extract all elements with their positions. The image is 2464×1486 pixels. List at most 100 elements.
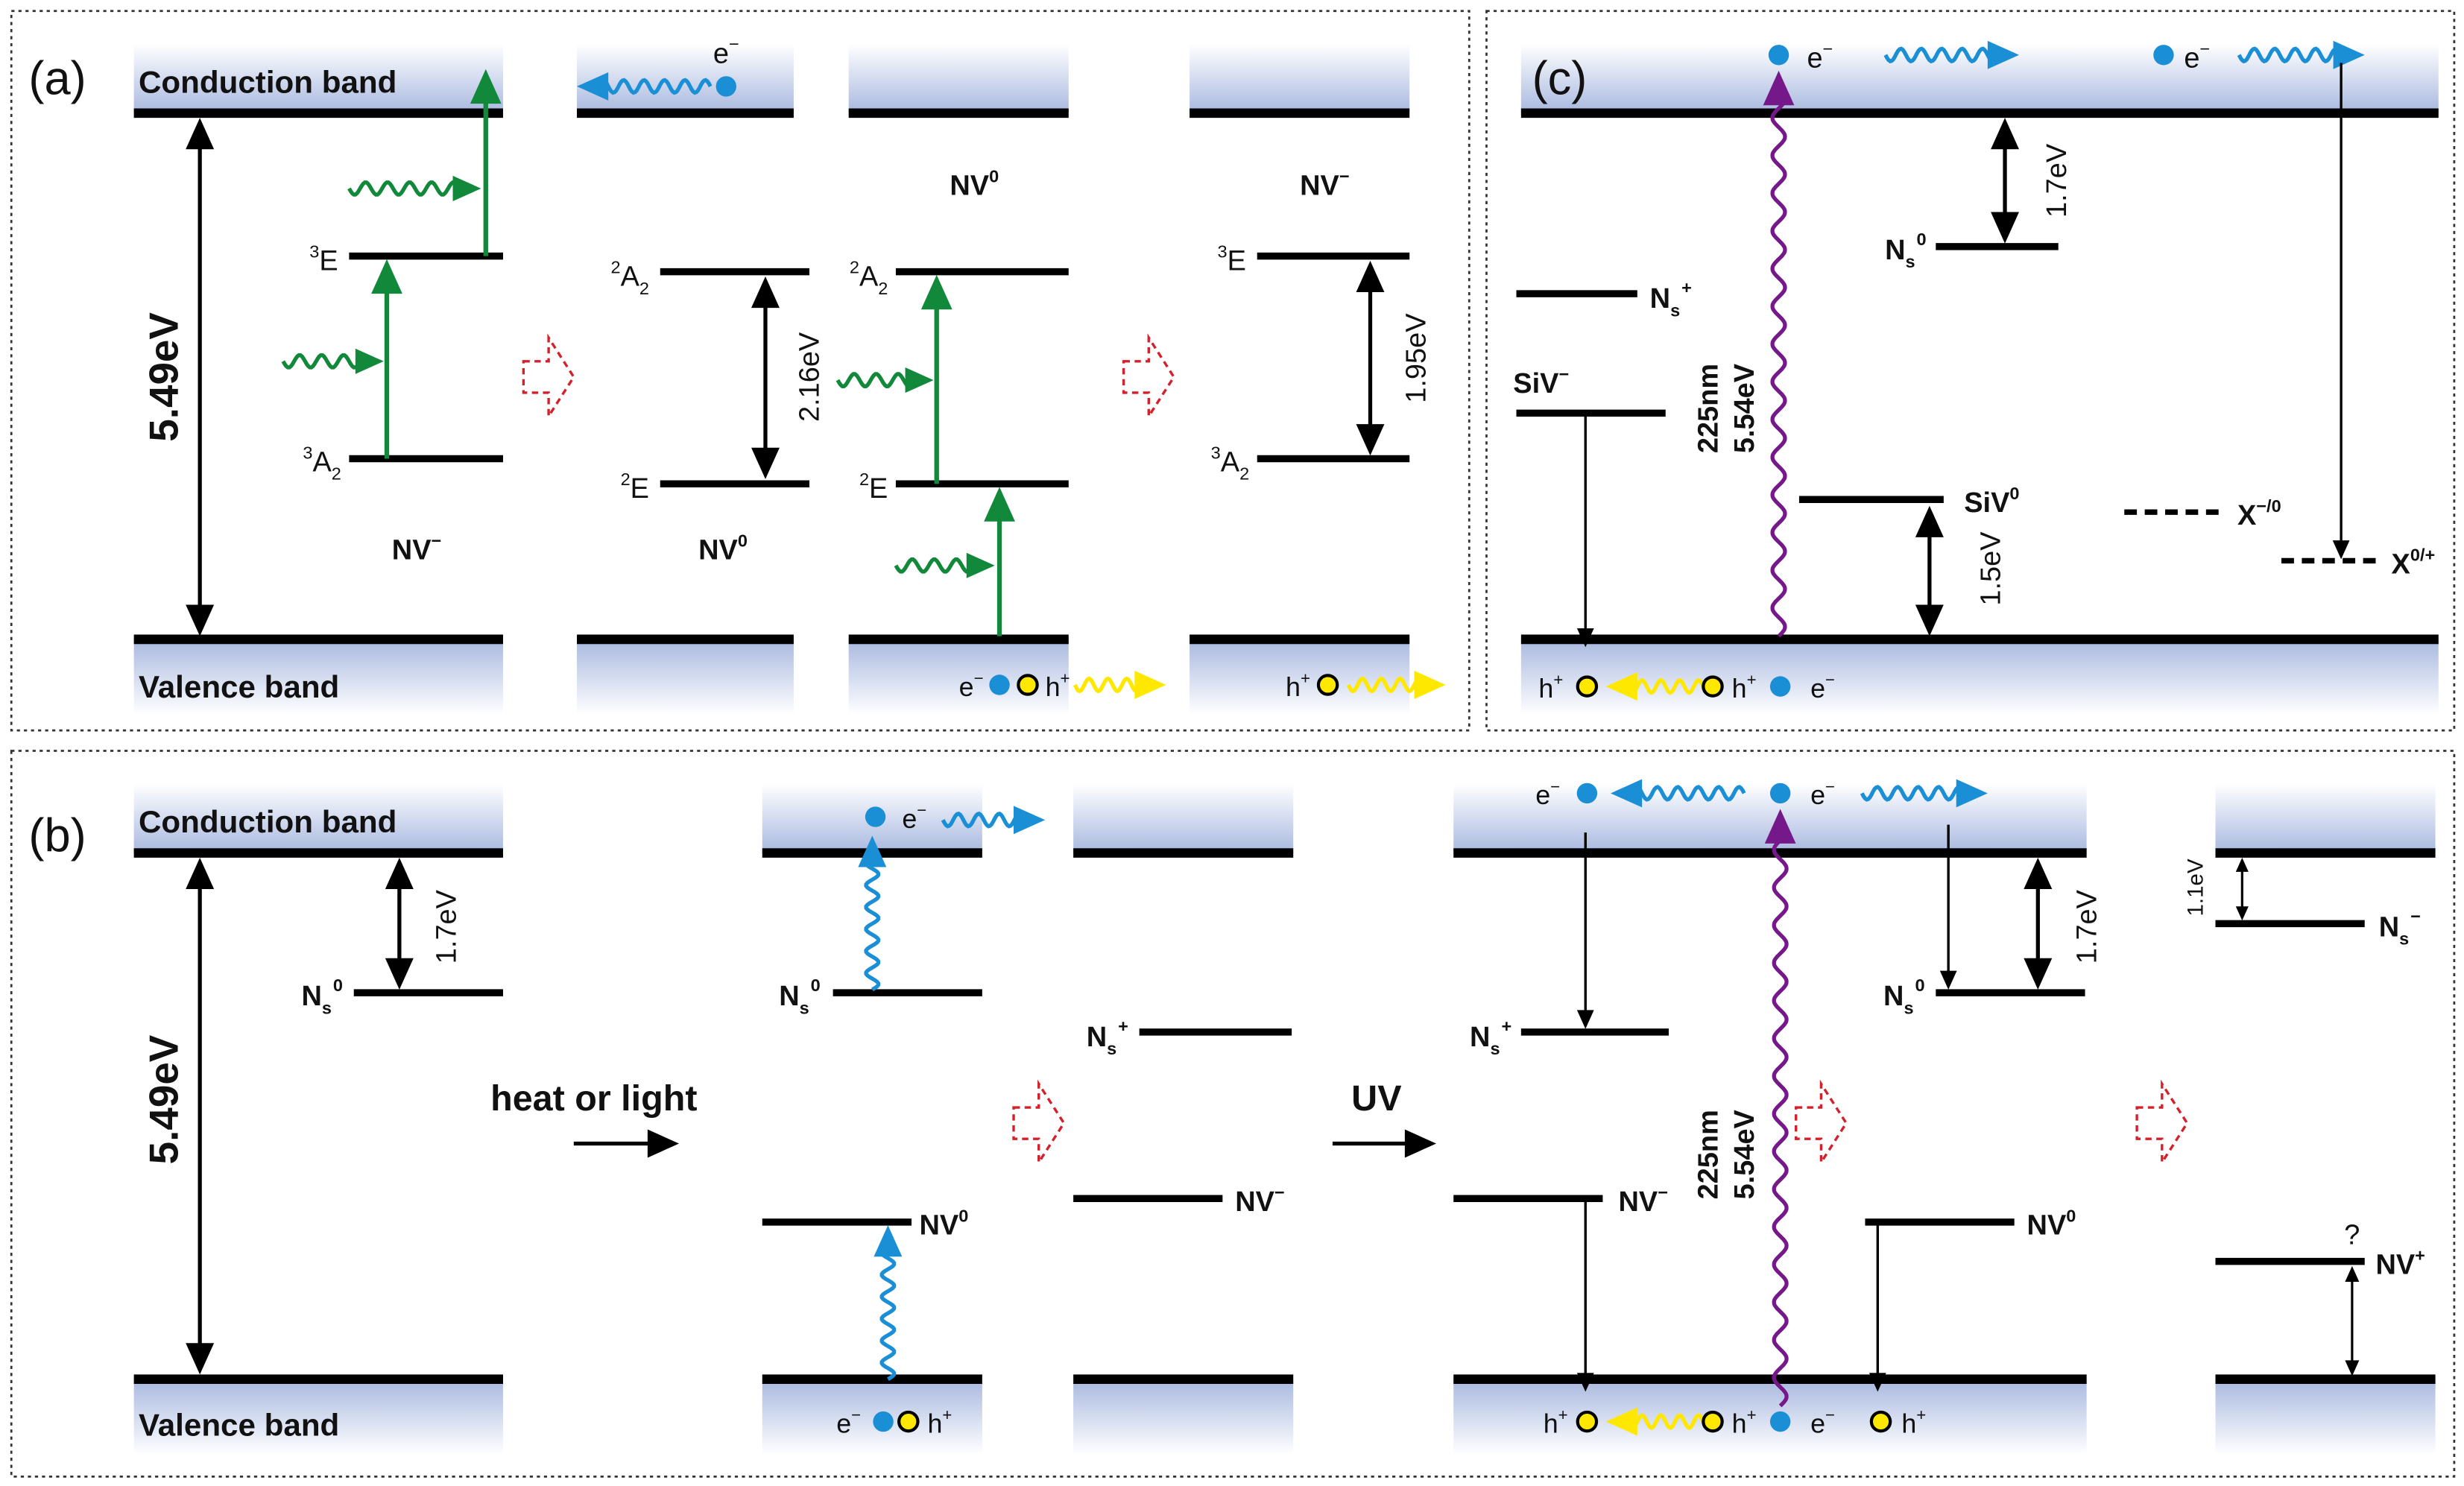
label-prefix: 3 (1211, 443, 1221, 462)
conduction-band-fill (1190, 44, 1410, 113)
label-NV0: NV0 (950, 166, 999, 201)
label-Xm0: X−/0 (2237, 496, 2281, 531)
hole-icon (1017, 674, 1039, 696)
electron-drift-arrow (2237, 46, 2340, 64)
label-base: NV (920, 1210, 959, 1242)
hole-label: h+ (1732, 671, 1757, 704)
label-SiVm: SiV− (1513, 364, 1569, 399)
label-subscript: s (1107, 1039, 1116, 1058)
label-base: A (1221, 446, 1240, 478)
hole-label: h+ (1286, 669, 1310, 702)
capture-arrow-head (2332, 540, 2350, 560)
uv-excitation-arrow (1770, 99, 1787, 638)
recombination-arrow-head (1868, 1373, 1886, 1392)
label-superscript: + (1118, 1017, 1128, 1036)
label-base: N (1470, 1022, 1490, 1053)
label-superscript: − (2410, 906, 2421, 926)
label-superscript: + (1553, 671, 1563, 689)
label-E2: 2E (621, 469, 649, 505)
label-base: e (2184, 43, 2199, 75)
unknown-level-mark: ? (2344, 1219, 2360, 1251)
dashed-transition-arrow-icon (2135, 1079, 2189, 1167)
label-superscript: 0 (333, 976, 343, 995)
label-prefix: 3 (1218, 241, 1228, 261)
label-base: X (2237, 500, 2256, 531)
label-prefix: 3 (309, 241, 319, 261)
photon-arrow-head (452, 175, 481, 202)
valence-band-fill (2215, 1379, 2436, 1455)
hole-drift-arrow (1073, 676, 1141, 694)
label-NV0: NV0 (920, 1207, 969, 1242)
label-superscript: − (1550, 777, 1560, 796)
nvm-transition-label: 1.95eV (1400, 313, 1432, 403)
uv-excitation-arrow-head (1764, 809, 1796, 844)
label-base: h (1544, 1408, 1558, 1438)
label-superscript: + (942, 1406, 952, 1424)
electron-icon (1769, 782, 1791, 804)
band-gap-label: 5.49eV (141, 312, 187, 442)
label-prefix: 2 (850, 258, 859, 277)
label-Nsm: Ns− (2379, 906, 2421, 948)
ns0-depth-arrow-head (1991, 212, 2020, 244)
panel-a-tag: (a) (28, 52, 86, 104)
electron-label: e− (902, 801, 926, 834)
label-subscript: 2 (878, 279, 888, 298)
label-subscript: s (1670, 301, 1680, 320)
label-base: h (1901, 1408, 1916, 1438)
label-Ns0: Ns0 (301, 976, 342, 1017)
hole-icon (1316, 674, 1339, 696)
label-subscript: 2 (332, 464, 341, 484)
electron-drift-arrow-head (1956, 779, 1988, 808)
label-base: N (779, 981, 799, 1012)
ns0-depth-label: 1.7eV (2071, 889, 2103, 964)
label-base: NV (698, 534, 738, 566)
label-superscript: + (1061, 669, 1070, 688)
uv-excitation-arrow-head (1763, 70, 1795, 106)
dashed-transition-arrow-icon (522, 333, 575, 421)
label-NVm: NV− (1619, 1183, 1668, 1218)
label-subscript: s (1490, 1039, 1500, 1058)
label-base: E (1228, 246, 1246, 277)
label-superscript: + (1681, 278, 1692, 297)
photon-arrow-head (905, 367, 934, 393)
electron-drift-arrow (941, 811, 1020, 829)
label-subscript: s (1904, 998, 1913, 1017)
label-subscript: s (800, 998, 809, 1017)
label-NVm: NV− (1300, 166, 1349, 201)
label-base: h (1046, 672, 1061, 702)
conduction-band-fill (133, 44, 503, 113)
dashed-transition-arrow-icon (1795, 1079, 1848, 1167)
electron-label: e− (713, 34, 739, 69)
transition-energy-arrow-head (1356, 424, 1385, 456)
photon-arrow-head (355, 348, 384, 374)
label-subscript: 2 (639, 279, 649, 298)
label-base: A (621, 262, 640, 293)
label-base: A (312, 446, 332, 478)
label-base: SiV (1513, 368, 1559, 399)
label-Ns0: Ns0 (1885, 230, 1926, 271)
ns0-depth-arrow-head (385, 958, 414, 990)
uv-energy-label: 5.54eV (1729, 363, 1760, 453)
electron-label: e− (1807, 39, 1833, 75)
label-superscript: − (917, 801, 926, 820)
label-base: e (1535, 780, 1550, 810)
siv0-depth-arrow-head (1915, 505, 1944, 537)
electron-label: e− (1535, 777, 1560, 810)
label-superscript: − (1558, 364, 1569, 384)
label-superscript: + (2415, 1245, 2425, 1265)
hole-icon (1702, 675, 1724, 698)
label-Nsp: Ns+ (1650, 278, 1692, 320)
transition-energy-arrow-head (751, 447, 780, 479)
band-gap-arrow-head (186, 118, 215, 150)
ns0-depth-arrow-head (2024, 958, 2053, 990)
conduction-band-fill (848, 44, 1069, 113)
valence-band-fill (577, 639, 794, 715)
label-base: N (301, 981, 321, 1012)
ionization-arrow-head (858, 835, 887, 867)
label-base: X (2392, 548, 2410, 580)
uv-label: UV (1351, 1078, 1401, 1119)
label-superscript: 0/+ (2410, 545, 2435, 564)
recapture-arrow-head (984, 487, 1015, 522)
label-subscript: s (322, 998, 332, 1017)
hole-icon (897, 1410, 920, 1433)
